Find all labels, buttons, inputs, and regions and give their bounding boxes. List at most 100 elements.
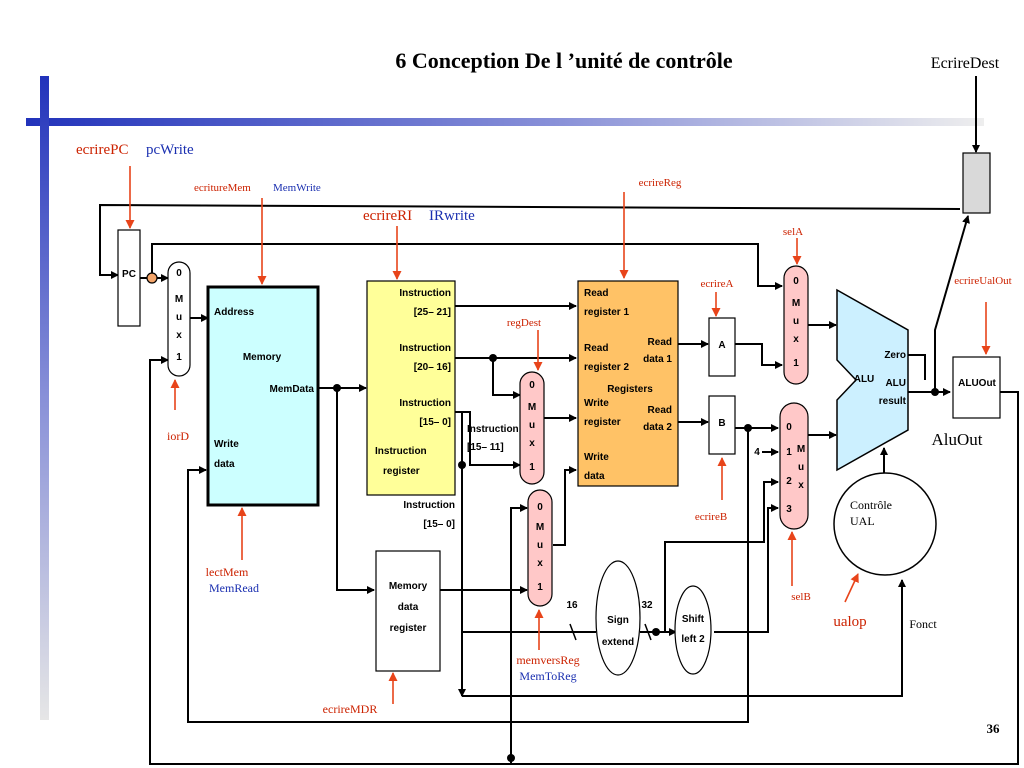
bit-32-label: 32 <box>641 600 653 611</box>
mdr-l2: data <box>398 602 419 613</box>
reg-write-data-b: data <box>584 471 605 482</box>
reg-write-reg-b: register <box>584 417 621 428</box>
alu-out-register <box>952 356 1001 419</box>
signal-reg-dest: regDest <box>507 317 541 329</box>
signal-fonct: Fonct <box>909 617 937 631</box>
mux-sel-b-2: 2 <box>786 476 792 487</box>
mux-mem-to-reg-u: u <box>537 540 543 551</box>
memory-address-label: Address <box>214 307 254 318</box>
reg-read1-b: register 1 <box>584 307 629 318</box>
mux-reg-dest-u: u <box>529 420 535 431</box>
mux-sel-b-1: 1 <box>786 447 792 458</box>
mux-mem-to-reg-x: x <box>537 558 543 569</box>
reg-read-data1-a: Read <box>648 337 672 348</box>
ecrire-dest-register <box>962 152 991 214</box>
horizontal-accent-bar <box>26 118 984 126</box>
shift-left-l1: Shift <box>682 614 705 625</box>
mdr-l3: register <box>390 623 427 634</box>
reg-read-data1-b: data 1 <box>643 354 672 365</box>
mux-sel-a <box>783 265 809 385</box>
shift-left-unit <box>674 585 712 675</box>
bus-tick-16 <box>569 623 577 641</box>
memory-data-register <box>375 550 441 672</box>
mux-reg-dest-1: 1 <box>529 462 535 473</box>
ir-instr-a: Instruction <box>399 288 451 299</box>
ir-instr-c: Instruction <box>399 398 451 409</box>
pc-out-dot <box>146 272 158 284</box>
alu <box>836 288 909 472</box>
register-file <box>577 280 679 487</box>
ir-name-1: Instruction <box>375 446 427 457</box>
mdr-l1: Memory <box>389 581 428 592</box>
reg-read2-a: Read <box>584 343 608 354</box>
pc-register <box>117 229 141 327</box>
signal-mem-write: MemWrite <box>273 182 321 194</box>
datapath-wires <box>99 76 1019 765</box>
mux-sel-a-m: M <box>792 298 800 309</box>
reg-b-block <box>708 395 736 455</box>
mux-sel-b <box>779 402 809 530</box>
sign-extend-l1: Sign <box>607 615 629 626</box>
signal-ior-d: iorD <box>167 429 189 443</box>
memory-write-label: Write <box>214 439 239 450</box>
reg-read-data2-b: data 2 <box>643 422 672 433</box>
mux-mem-to-reg <box>527 489 553 607</box>
instruction-register <box>366 280 456 496</box>
signal-mem-to-reg: MemToReg <box>519 669 576 683</box>
reg-read1-a: Read <box>584 288 608 299</box>
mux-sel-a-u: u <box>793 316 799 327</box>
shift-left-l2: left 2 <box>681 634 705 645</box>
reg-b-label: B <box>718 418 725 429</box>
alu-control-unit <box>833 472 937 576</box>
ir-instr-b: Instruction <box>399 343 451 354</box>
wire-junctions <box>148 274 939 762</box>
mux-ior-d-1: 1 <box>176 352 182 363</box>
sign-extend-l2: extend <box>602 637 634 648</box>
signal-lect-mem: lectMem <box>206 565 249 579</box>
mux-ior-d-m: M <box>175 294 183 305</box>
alu-result-a: ALU <box>885 378 906 389</box>
signal-ir-write: IRwrite <box>429 208 475 224</box>
instr-mid-2: [15– 11] <box>467 442 504 453</box>
signal-sel-a: selA <box>783 226 803 238</box>
signal-ecrire-reg: ecrireReg <box>639 177 682 189</box>
slide-title: 6 Conception De l ’unité de contrôle <box>395 48 733 73</box>
mux-sel-a-0: 0 <box>793 276 799 287</box>
signal-ecrire-ri: ecrireRI <box>363 208 412 224</box>
mux-sel-b-0: 0 <box>786 422 792 433</box>
alu-zero: Zero <box>884 350 906 361</box>
vertical-accent-bar <box>40 76 49 720</box>
instr-below-1: Instruction <box>403 500 455 511</box>
signal-ecrire-mdr: ecrireMDR <box>323 702 378 716</box>
signal-mem-read: MemRead <box>209 581 259 595</box>
signal-mem-vers-reg: memversReg <box>516 653 579 667</box>
reg-a-block <box>708 317 736 377</box>
signal-ecrire-a: ecrireA <box>701 278 734 290</box>
reg-write-reg-a: Write <box>584 398 609 409</box>
bus-tick-32 <box>644 623 652 641</box>
ir-range-b: [20– 16] <box>414 362 451 373</box>
mux-sel-b-u: u <box>798 462 804 473</box>
mux-mem-to-reg-m: M <box>536 522 544 533</box>
mux-reg-dest-m: M <box>528 402 536 413</box>
pc-label: PC <box>122 269 136 280</box>
instr-below-2: [15– 0] <box>423 519 455 530</box>
mux-mem-to-reg-0: 0 <box>537 502 543 513</box>
mux-reg-dest <box>519 371 545 485</box>
bit-16-label: 16 <box>566 600 578 611</box>
signal-sel-b: selB <box>791 591 811 603</box>
ir-range-c: [15– 0] <box>419 417 451 428</box>
signal-ecrire-ual-out: ecrireUalOut <box>954 275 1011 287</box>
mux-sel-b-m: M <box>797 444 805 455</box>
ir-range-a: [25– 21] <box>414 307 451 318</box>
mux-reg-dest-x: x <box>529 438 535 449</box>
alu-name: ALU <box>854 374 875 385</box>
alu-result-b: result <box>879 396 907 407</box>
page-number: 36 <box>987 721 1001 736</box>
mux-ior-d <box>167 261 191 377</box>
memory-block <box>206 285 320 507</box>
reg-read2-b: register 2 <box>584 362 629 373</box>
mux-sel-a-x: x <box>793 334 799 345</box>
signal-pc-write: pcWrite <box>146 142 194 158</box>
signal-ualop: ualop <box>833 614 866 630</box>
